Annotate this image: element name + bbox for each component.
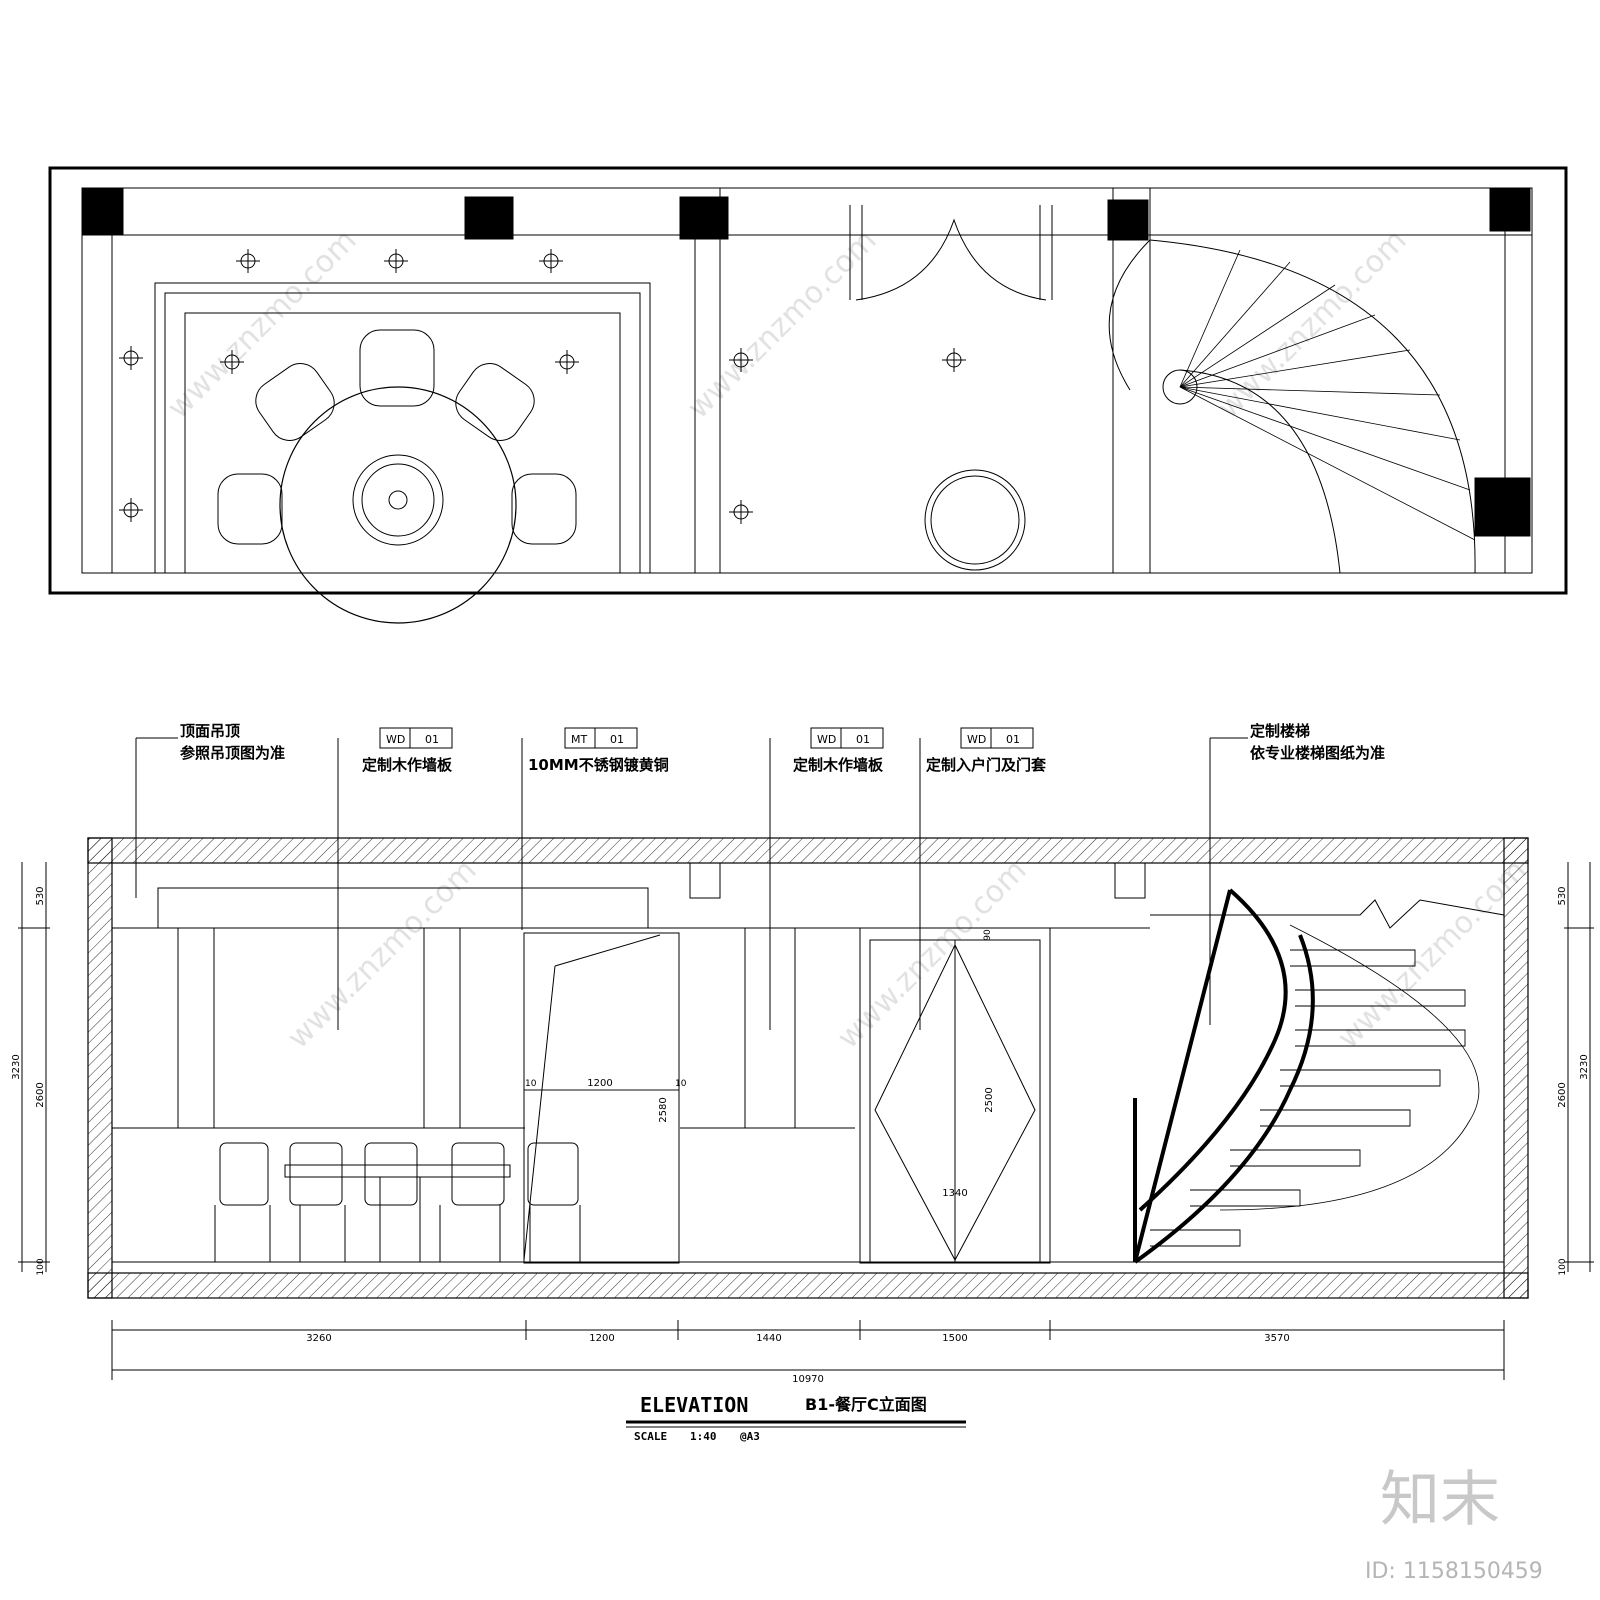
opening-side-label: 10 — [525, 1079, 537, 1089]
callout-tag-num: 01 — [856, 733, 870, 746]
callout-tag-num: 01 — [610, 733, 624, 746]
dim-right-floor: 100 — [1558, 1258, 1568, 1275]
dim-segment-1: 3260 — [306, 1333, 331, 1344]
door-top-label: 90 — [983, 929, 993, 941]
watermark-site: www.znzmo.com — [681, 223, 884, 426]
watermark-site: www.znzmo.com — [1331, 853, 1534, 1056]
dim-segment-3: 1440 — [756, 1333, 781, 1344]
opening-width-label: 1200 — [587, 1078, 612, 1089]
watermark-site: www.znzmo.com — [831, 853, 1034, 1056]
dim-total: 10970 — [792, 1374, 824, 1385]
drawing-title: ELEVATION — [640, 1393, 748, 1417]
callout-ceiling-line2: 参照吊顶图为准 — [180, 744, 285, 762]
ceiling-plan — [48, 166, 1568, 624]
callout-stair-line2: 依专业楼梯图纸为准 — [1250, 744, 1385, 762]
callout-stainless-steel: 10MM不锈钢镀黄铜 — [528, 756, 669, 774]
dim-left-wall: 2600 — [35, 1082, 46, 1107]
callout-wall-panel-2: 定制木作墙板 — [793, 756, 884, 774]
watermark-logo: 知末 — [1380, 1465, 1500, 1535]
scale-value: 1:40 — [690, 1430, 717, 1443]
watermark-diagonals: www.znzmo.com www.znzmo.com www.znzmo.co… — [161, 223, 1534, 1056]
callout-stair-line1: 定制楼梯 — [1250, 722, 1310, 740]
callout-tag-code: WD — [386, 733, 405, 746]
horizontal-dimension-lines — [111, 1320, 1505, 1380]
callout-tag-num: 01 — [425, 733, 439, 746]
callout-wall-panel-1: 定制木作墙板 — [362, 756, 453, 774]
watermark-site: www.znzmo.com — [161, 223, 364, 426]
door-height-label: 2500 — [984, 1087, 995, 1112]
watermark-site: www.znzmo.com — [1211, 223, 1414, 426]
callout-tags — [379, 727, 1034, 749]
dim-right-ceiling: 530 — [1557, 886, 1568, 905]
callout-ceiling-line1: 顶面吊顶 — [180, 722, 240, 740]
dim-right-wall: 2600 — [1557, 1082, 1568, 1107]
dim-segment-4: 1500 — [942, 1333, 967, 1344]
sheet-size: @A3 — [740, 1430, 760, 1443]
callout-tag-code: WD — [967, 733, 986, 746]
dim-left-total: 3230 — [11, 1054, 22, 1079]
door-width-label: 1340 — [942, 1188, 967, 1199]
vertical-dimension-lines — [18, 862, 1594, 1272]
dim-left-floor: 100 — [36, 1258, 46, 1275]
dim-right-total: 3230 — [1579, 1054, 1590, 1079]
title-block-rule — [626, 1420, 966, 1428]
watermark-site: www.znzmo.com — [281, 853, 484, 1056]
callout-entry-door: 定制入户门及门套 — [926, 756, 1047, 774]
opening-side-label: 10 — [675, 1079, 687, 1089]
scale-label: SCALE — [634, 1430, 667, 1443]
watermark-id: ID: 1158150459 — [1365, 1559, 1543, 1584]
dim-segment-2: 1200 — [589, 1333, 614, 1344]
callout-leaders — [135, 737, 1248, 1030]
drawing-subtitle: B1-餐厅C立面图 — [805, 1395, 927, 1414]
dim-segment-5: 3570 — [1264, 1333, 1289, 1344]
elevation-drawing — [87, 837, 1529, 1299]
callout-tag-num: 01 — [1006, 733, 1020, 746]
callout-tag-code: MT — [571, 733, 587, 746]
opening-height-label: 2580 — [658, 1097, 669, 1122]
callout-tag-code: WD — [817, 733, 836, 746]
dim-left-ceiling: 530 — [35, 886, 46, 905]
